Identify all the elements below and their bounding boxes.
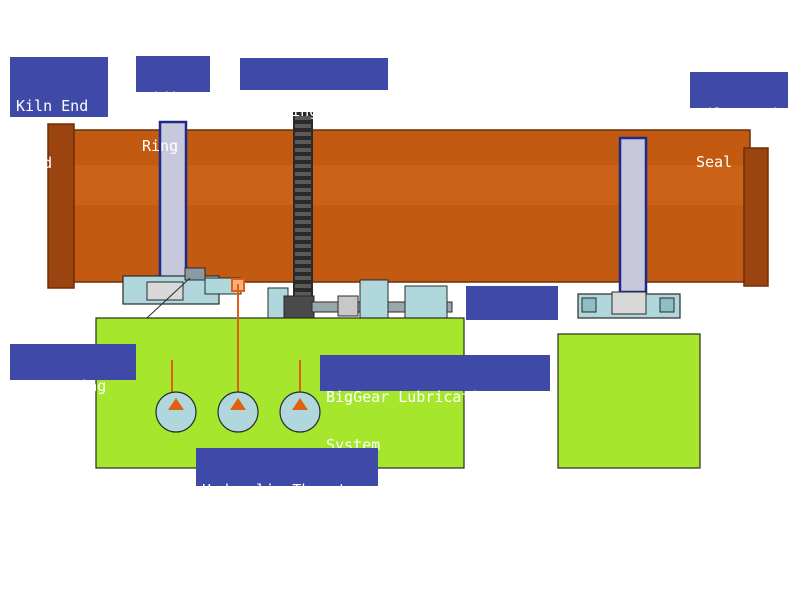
foundation-right <box>557 333 701 469</box>
supporting-wheel-line2: Wheel <box>16 425 62 443</box>
kiln-head-seal-label: Kiln Head Seal <box>690 72 788 170</box>
drive-line1: Drive <box>482 330 528 348</box>
kiln-end-flange-right <box>743 147 769 287</box>
big-ring-gear-line1: Big Ring Gear <box>246 102 364 120</box>
supporting-wheel-line1: Supporting <box>16 377 107 395</box>
thrust-roller-2 <box>217 391 259 433</box>
big-ring-gear-label: Big Ring Gear <box>240 58 388 120</box>
drive-label: Drive <box>466 286 558 348</box>
hydraulic-thrust-roller-label: Hydraulic Thrust Roller <box>196 448 378 546</box>
kiln-head-seal-line2: Seal <box>696 153 733 171</box>
foundations <box>95 317 701 469</box>
drive-motor <box>404 285 448 321</box>
hydraulic-thrust-roller-line2: Roller <box>202 529 257 547</box>
thrust-roller-3 <box>279 391 321 433</box>
drive-coupling <box>337 295 359 317</box>
kiln-end-hood-line1: Kiln End <box>16 97 89 115</box>
kiln-end-hood-label: Kiln End Hood <box>10 57 108 172</box>
big-gear-lubrication-line1: BigGear Lubrication <box>326 388 498 406</box>
riding-ring-label: Riding Ring <box>136 56 210 154</box>
riding-ring-line1: Riding <box>142 89 197 107</box>
kiln-end-hood-line2: Hood <box>16 154 53 172</box>
hydraulic-thrust-roller-line1: Hydraulic Thrust <box>202 481 347 499</box>
kiln-end-flange-left <box>47 123 75 289</box>
drive-reducer <box>359 279 389 321</box>
kiln-head-seal-line1: Kiln Head <box>696 105 778 123</box>
foundation-left <box>95 317 465 469</box>
big-gear-lubrication-label: BigGear Lubrication System <box>320 355 550 453</box>
supporting-wheel-label: Supporting Wheel <box>10 344 136 442</box>
hydraulic-thrust-rollers <box>155 284 321 433</box>
riding-ring-right <box>618 136 648 294</box>
right-support-assembly <box>577 291 681 319</box>
big-ring-gear <box>293 112 313 312</box>
thrust-roller-1 <box>155 391 197 433</box>
drive-pinion <box>283 295 315 321</box>
riding-ring-line2: Ring <box>142 137 179 155</box>
